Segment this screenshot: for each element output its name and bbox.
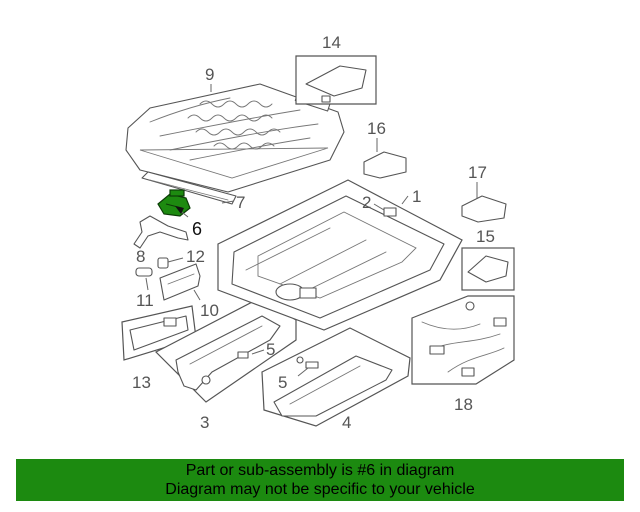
part-15-box <box>461 247 515 291</box>
part-16-bracket <box>363 151 407 179</box>
leader-5b <box>297 367 309 377</box>
callout-7: 7 <box>236 193 245 212</box>
part-2-clip <box>383 207 397 217</box>
callout-3: 3 <box>200 413 209 432</box>
leader-6-arrowhead <box>175 206 184 214</box>
callout-4: 4 <box>342 413 351 432</box>
part-9-seat-cushion <box>125 83 345 193</box>
leader-7 <box>221 200 235 204</box>
callout-9: 9 <box>205 65 214 84</box>
banner-line-1: Part or sub-assembly is #6 in diagram <box>185 462 455 479</box>
leader-lines <box>145 84 478 377</box>
callout-5b: 5 <box>278 373 287 392</box>
part-8-bracket <box>133 215 189 249</box>
part-10-cover <box>159 263 201 301</box>
callout-18: 18 <box>454 395 473 414</box>
callout-8: 8 <box>136 247 145 266</box>
callout-1: 1 <box>412 187 421 206</box>
callout-10: 10 <box>200 301 219 320</box>
part-12-cap <box>157 257 169 269</box>
leader-2 <box>373 203 385 211</box>
part-17-bracket <box>461 195 507 223</box>
leader-11 <box>145 277 149 291</box>
callout-13: 13 <box>132 373 151 392</box>
leader-1 <box>401 195 409 205</box>
leader-10 <box>193 289 201 301</box>
part-11-clip <box>135 267 153 277</box>
part-7-trim-strip <box>141 171 237 205</box>
part-18-harness <box>411 295 515 385</box>
leader-12 <box>167 257 184 263</box>
part-4-rail-assembly <box>261 327 411 427</box>
callout-12: 12 <box>186 247 205 266</box>
callout-17: 17 <box>468 163 487 182</box>
part-6-highlighted <box>157 189 191 217</box>
part-3-rail-assembly <box>154 297 297 403</box>
callout-11: 11 <box>136 291 154 310</box>
callout-5a: 5 <box>266 340 275 359</box>
leader-5a <box>251 349 265 355</box>
parts-diagram: 9 14 16 17 1 2 7 6 15 8 12 11 10 5 13 5 … <box>121 33 515 432</box>
callout-14: 14 <box>322 33 341 52</box>
info-banner: Part or sub-assembly is #6 in diagram Di… <box>16 459 624 501</box>
callout-2: 2 <box>362 193 371 212</box>
banner-line-2: Diagram may not be specific to your vehi… <box>165 481 475 498</box>
callout-6: 6 <box>192 219 202 239</box>
part-1-seat-frame <box>217 179 463 331</box>
part-14-box <box>295 55 377 105</box>
callout-15: 15 <box>476 227 495 246</box>
callout-16: 16 <box>367 119 386 138</box>
